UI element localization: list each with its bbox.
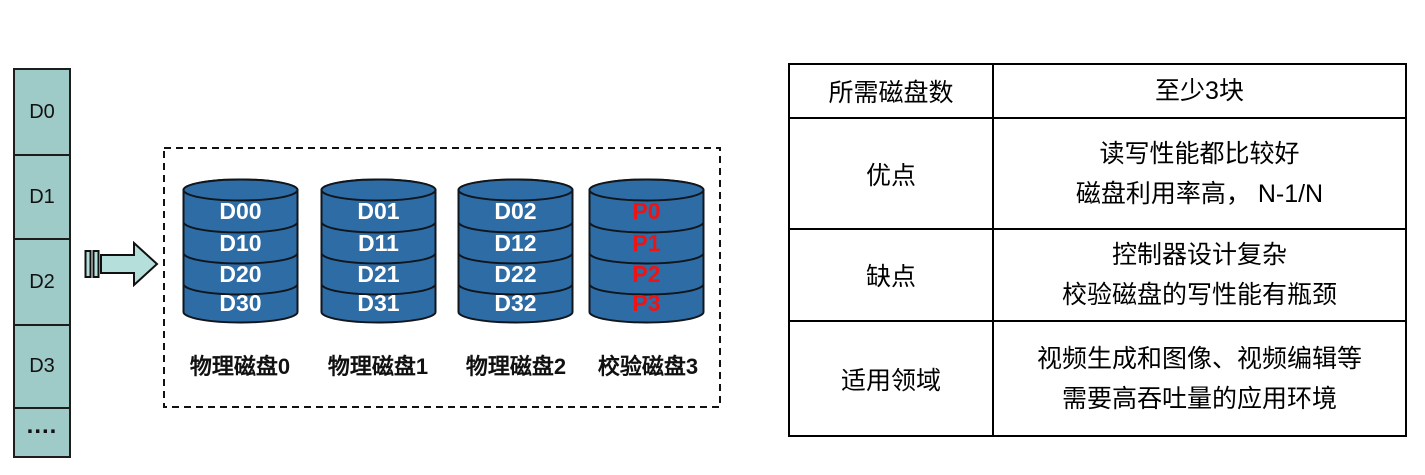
platter-divider [588,221,705,234]
table-row-use-cases: 适用领域 视频生成和图像、视频编辑等 需要高吞吐量的应用环境 [790,320,1405,435]
row-header: 适用领域 [840,366,941,395]
row-value: 至少3块 [992,65,1405,117]
platter-divider [320,221,437,234]
disk-block-label: D30 [219,290,261,316]
disk-cylinder-0: D00 D10 D20 D30 [182,178,299,324]
row-value: 控制器设计复杂 校验磁盘的写性能有瓶颈 [992,230,1405,320]
value-line: 控制器设计复杂 [1111,241,1287,269]
platter-divider [588,252,705,265]
disk-top [457,178,574,202]
disk-block-label: D12 [494,230,536,256]
disk-block-label: D00 [219,198,261,224]
row-header: 优点 [865,161,916,190]
raid3-info-table: 所需磁盘数 至少3块 优点 读写性能都比较好 磁盘利用率高， N-1/N 缺点 … [788,63,1407,437]
platter-divider [182,252,299,265]
platter-divider [182,283,299,296]
disk-top [182,178,299,202]
memory-cell-d1: D1 [15,154,69,238]
dashed-border [163,147,721,408]
ellipsis-label: .... [26,411,58,439]
disk-block-label: D10 [219,230,261,256]
disk-cylinder-1: D01 D11 D21 D31 [320,178,437,324]
memory-cell-d2: D2 [15,238,69,324]
value-line: 需要高吞吐量的应用环境 [1061,384,1337,413]
disk-cylinder-parity: P0 P1 P2 P3 [588,178,705,324]
value-line: 视频生成和图像、视频编辑等 [1036,344,1362,373]
disk-block-label: D02 [494,198,536,224]
platter-divider [588,283,705,296]
arrow-stripe [92,250,100,278]
platter-divider [457,252,574,265]
row-header: 缺点 [865,263,916,291]
memory-cell-ellipsis: .... [15,407,69,456]
parity-block-label: P1 [632,230,660,256]
disk-top [588,178,705,202]
disk-block-label: D20 [219,261,261,287]
disk-block-label: D31 [357,290,399,316]
row-value: 视频生成和图像、视频编辑等 需要高吞吐量的应用环境 [992,322,1405,435]
value-line: 至少3块 [1155,77,1244,105]
memory-cell-label: D0 [29,100,55,123]
disk-block-label: D22 [494,261,536,287]
memory-cell-d0: D0 [15,70,69,154]
disk-block-label: D32 [494,290,536,316]
raid-stripe-dashed-box [163,147,721,408]
platter-divider [320,252,437,265]
table-row-advantages: 优点 读写性能都比较好 磁盘利用率高， N-1/N [790,117,1405,228]
parity-block-label: P3 [632,290,660,316]
arrow-stripe [84,250,92,278]
value-line: 校验磁盘的写性能有瓶颈 [1061,281,1337,309]
table-row-disk-count: 所需磁盘数 至少3块 [790,65,1405,117]
platter-divider [457,221,574,234]
disk-block-label: D21 [357,261,399,287]
disk-caption-parity: 校验磁盘3 [597,354,699,379]
value-line: 读写性能都比较好 [1099,139,1300,168]
disk-caption-1: 物理磁盘1 [327,354,429,379]
memory-cell-d3: D3 [15,324,69,407]
parity-block-label: P2 [632,261,660,287]
table-row-disadvantages: 缺点 控制器设计复杂 校验磁盘的写性能有瓶颈 [790,228,1405,320]
disk-block-label: D11 [358,230,399,256]
value-line: 磁盘利用率高， N-1/N [1075,179,1324,208]
parity-block-label: P0 [632,198,660,224]
memory-cell-label: D2 [29,270,55,293]
memory-cell-label: D1 [29,185,55,208]
flow-arrow-icon [84,241,159,287]
disk-cylinder-2: D02 D12 D22 D32 [457,178,574,324]
memory-block-column: D0 D1 D2 D3 .... [13,68,71,458]
row-header: 所需磁盘数 [828,79,954,107]
arrow-head [100,241,159,287]
disk-caption-0: 物理磁盘0 [189,354,291,379]
row-value: 读写性能都比较好 磁盘利用率高， N-1/N [992,119,1405,228]
disk-caption-2: 物理磁盘2 [465,354,567,379]
disk-top [320,178,437,202]
platter-divider [182,221,299,234]
platter-divider [457,283,574,296]
memory-cell-label: D3 [29,355,55,377]
disk-block-label: D01 [357,198,399,224]
platter-divider [320,283,437,296]
